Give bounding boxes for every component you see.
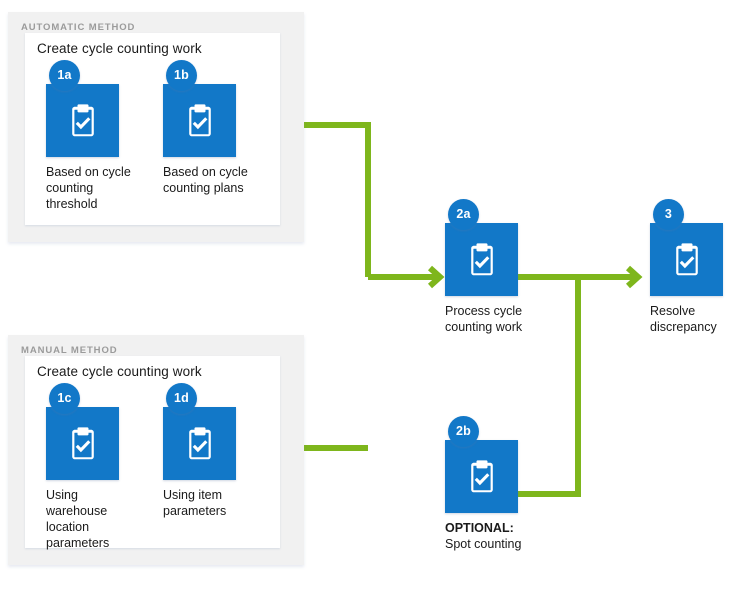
stage-badge-2a: 2a [448,199,479,230]
stage-caption-2b-text: Spot counting [445,537,522,551]
step-badge-1b: 1b [166,60,197,91]
clipboard-check-icon [470,459,493,492]
group-panel-manual: MANUAL METHOD Create cycle counting work… [8,335,304,565]
group-panel-automatic: AUTOMATIC METHOD Create cycle counting w… [8,12,304,242]
step-tile-1a[interactable] [46,84,119,157]
stage-tile-3[interactable] [650,223,723,296]
stage-badge-3: 3 [653,199,684,230]
clipboard-check-icon [188,103,211,136]
clipboard-check-icon [188,426,211,459]
clipboard-check-icon [470,242,493,275]
step-caption-1c: Using warehouse location parameters [46,488,110,550]
stage-badge-2b: 2b [448,416,479,447]
clipboard-check-icon [71,103,94,136]
step-badge-1a: 1a [49,60,80,91]
step-caption-1a: Based on cycle counting threshold [46,165,131,211]
group-title-automatic: AUTOMATIC METHOD [21,22,136,33]
stage-tile-2a[interactable] [445,223,518,296]
step-badge-1d: 1d [166,383,197,414]
step-badge-1c: 1c [49,383,80,414]
card-manual: Create cycle counting work 1c Using ware… [25,356,280,550]
stage-caption-2a: Process cycle counting work [445,304,523,334]
card-title-manual: Create cycle counting work [37,364,202,379]
step-tile-1b[interactable] [163,84,236,157]
arrowhead-into-resolve [625,265,643,289]
stage-caption-3: Resolve discrepancy [650,304,717,334]
arrowhead-into-process [427,265,445,289]
stage-tile-2b[interactable] [445,440,518,513]
step-tile-1c[interactable] [46,407,119,480]
step-caption-1b: Based on cycle counting plans [163,165,248,195]
card-title-automatic: Create cycle counting work [37,41,202,56]
step-caption-1d: Using item parameters [163,488,227,518]
stage-caption-2b-strong: OPTIONAL: [445,521,514,535]
wire-automatic-to-process [297,122,371,277]
clipboard-check-icon [675,242,698,275]
step-tile-1d[interactable] [163,407,236,480]
card-automatic: Create cycle counting work 1a Based on c… [25,33,280,225]
stage-caption-2b: OPTIONAL: Spot counting [445,520,550,552]
group-title-manual: MANUAL METHOD [21,345,118,356]
clipboard-check-icon [71,426,94,459]
